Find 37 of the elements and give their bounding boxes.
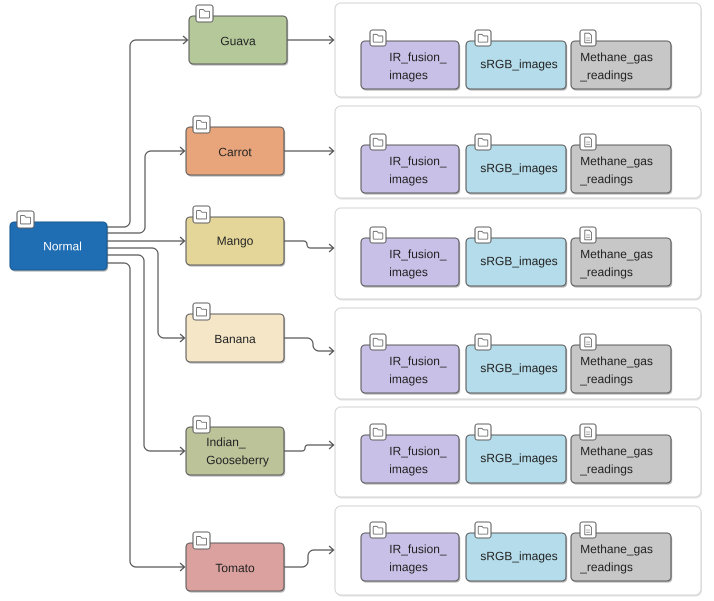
arrow	[108, 36, 188, 228]
arrow	[108, 262, 186, 572]
folder-box: sRGB_images	[465, 237, 568, 288]
arrow	[108, 247, 186, 342]
file-box: Methane_gas _readings	[570, 344, 672, 395]
arrow	[284, 337, 334, 356]
folder-box: IR_fusion_ images	[360, 344, 460, 395]
arrow	[284, 146, 334, 156]
folder-box: Guava	[188, 15, 288, 66]
folder-box: IR_fusion_ images	[360, 237, 460, 288]
file-box: Methane_gas _readings	[570, 237, 672, 288]
folder-box: IR_fusion_ images	[360, 532, 460, 583]
folder-box: IR_fusion_ images	[360, 434, 460, 485]
folder-box: Normal	[9, 221, 108, 272]
folder-box: IR_fusion_ images	[360, 144, 460, 195]
folder-box: IR_fusion_ images	[360, 40, 460, 91]
folder-box: Mango	[185, 216, 286, 267]
file-box: Methane_gas _readings	[570, 40, 672, 91]
folder-box: sRGB_images	[465, 532, 568, 583]
arrow	[108, 236, 186, 246]
folder-box: sRGB_images	[465, 344, 568, 395]
folder-box: sRGB_images	[465, 434, 568, 485]
folder-box: Carrot	[185, 126, 286, 177]
file-box: Methane_gas _readings	[570, 434, 672, 485]
folder-box: sRGB_images	[465, 144, 568, 195]
arrow	[284, 440, 334, 452]
folder-box: Indian_ Gooseberry	[185, 426, 286, 477]
file-box: Methane_gas _readings	[570, 144, 672, 195]
folder-box: sRGB_images	[465, 40, 568, 91]
arrow	[108, 146, 186, 234]
arrow	[288, 36, 334, 44]
folder-box: Banana	[185, 313, 286, 364]
arrow	[108, 254, 186, 456]
folder-box: Tomato	[185, 542, 286, 593]
arrow	[284, 546, 334, 568]
arrow	[284, 240, 334, 252]
file-box: Methane_gas _readings	[570, 532, 672, 583]
